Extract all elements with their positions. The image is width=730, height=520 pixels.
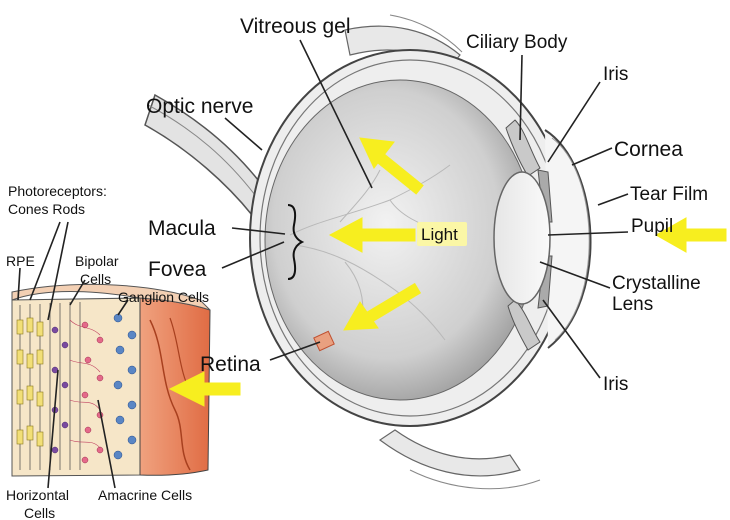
label-fovea: Fovea [148,258,207,281]
light-label-box: Light [417,222,467,246]
label-amacrine-cells: Amacrine Cells [98,487,192,503]
label-ganglion-cells: Ganglion Cells [118,289,209,305]
label-photoreceptors: Photoreceptors: [8,183,107,199]
macula-brace [287,204,305,280]
label-crystalline: Crystalline [612,273,701,294]
label-retina: Retina [200,353,261,376]
label-iris-bottom: Iris [603,374,628,395]
label-horizontal: Horizontal [6,487,69,503]
ciliary-body [505,119,541,351]
label-iris-top: Iris [603,64,628,85]
label-macula: Macula [148,217,216,240]
label-bipolar: Bipolar [75,253,119,269]
arrow-upper [359,137,424,195]
label-ciliary-body: Ciliary Body [466,32,568,53]
label-rpe: RPE [6,253,35,269]
retina-spot [313,330,335,352]
diagram-labels: Vitreous gel Optic nerve Ciliary Body Ir… [6,15,708,520]
label-tear-film: Tear Film [630,184,708,205]
arrow-retina-inset [168,371,241,407]
label-optic-nerve: Optic nerve [146,95,253,118]
arrow-incoming-right [654,217,727,253]
crystalline-lens [493,171,551,305]
light-arrows [168,137,727,407]
leader-lines [17,39,629,489]
label-bipolar-cells: Cells [80,271,111,287]
label-light: Light [421,225,458,244]
retina-cross-section [11,283,211,477]
label-horizontal-cells: Cells [24,505,55,520]
label-lens: Lens [612,294,653,315]
label-cornea: Cornea [614,138,683,161]
blood-vessels [289,164,451,341]
arrow-center [328,217,416,253]
cornea [544,129,592,349]
label-vitreous-gel: Vitreous gel [240,15,351,38]
arrow-lower [343,282,422,331]
label-cones-rods: Cones Rods [8,201,85,217]
label-pupil: Pupil [631,216,673,237]
